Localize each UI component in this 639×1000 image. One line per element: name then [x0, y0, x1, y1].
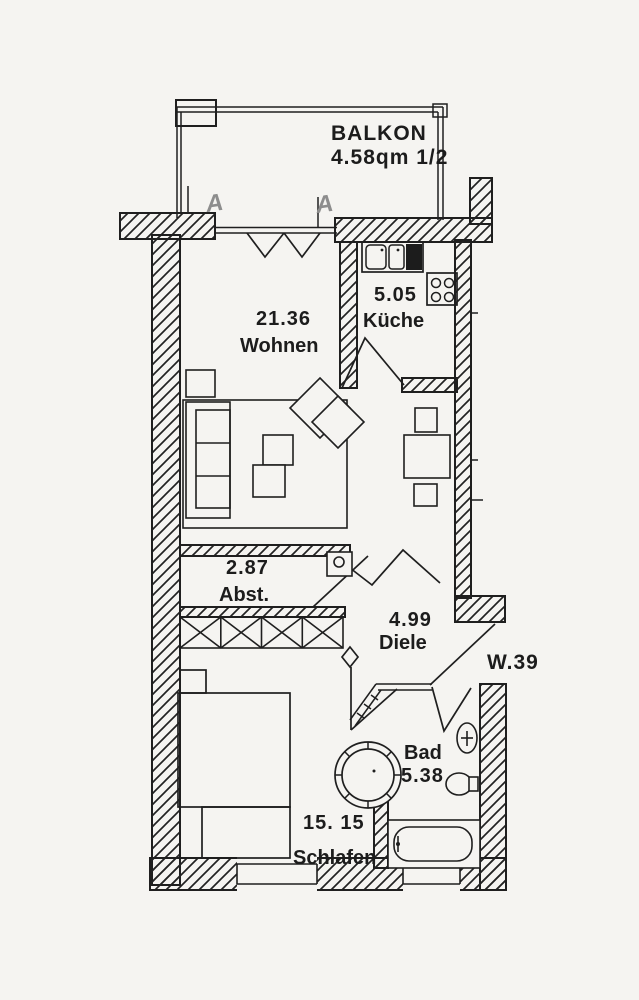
wall-kitchen-bottom: [401, 377, 458, 393]
side-table: [262, 434, 294, 466]
sink-basin: [365, 244, 387, 270]
bedroom-name-label: Schlafen: [293, 847, 376, 869]
balcony-door: [283, 232, 321, 259]
rug: [182, 399, 348, 529]
living-name-label: Wohnen: [240, 335, 319, 357]
storage-area-label: 2.87: [226, 557, 269, 579]
doors: [246, 232, 496, 734]
bath-door: [431, 686, 472, 734]
wall-kitchen-top: [334, 217, 493, 243]
wall-pillar: [469, 177, 493, 225]
wall-storage-bottom: [179, 606, 346, 618]
stove-burner: [430, 291, 442, 303]
kitchen-name-label: Küche: [363, 310, 424, 332]
section-mark-a1: A: [203, 189, 225, 218]
sink-basin: [388, 244, 405, 270]
chair: [414, 407, 438, 433]
living-area-label: 21.36: [256, 308, 311, 330]
dining-table: [403, 434, 451, 479]
wall-right-lower: [479, 683, 507, 891]
bathtub-inner: [393, 826, 473, 862]
stove-burner: [430, 277, 442, 289]
bedroom-furniture: [177, 669, 291, 859]
bath-area-label: 5.38: [401, 765, 444, 787]
wall-fixture-knob: [333, 556, 345, 568]
bed: [177, 692, 291, 808]
sink-unit-dark: [406, 244, 422, 270]
stove: [426, 272, 458, 306]
section-mark-a2: A: [313, 190, 335, 219]
hall-area-label: 4.99: [389, 609, 432, 631]
balcony-outline: [175, 99, 448, 220]
hall-furniture: [326, 407, 451, 577]
living-room-furniture: [182, 369, 366, 529]
sink-drain: [380, 248, 384, 252]
pillow: [179, 669, 207, 694]
wall-left: [151, 234, 181, 886]
stove-burner: [443, 291, 455, 303]
wall-fixture: [326, 551, 353, 577]
sofa: [185, 401, 231, 519]
bedroom-door-swing: [350, 688, 398, 731]
storage-door: [312, 555, 369, 608]
kitchen-counter: [361, 241, 424, 273]
living-room-door: [349, 548, 441, 587]
balcony-name-label: BALKON: [331, 122, 427, 145]
sofa-cushions: [195, 409, 231, 509]
sink-drain: [396, 248, 400, 252]
unit-number-label: W.39: [487, 651, 539, 674]
stove-burner: [443, 277, 455, 289]
wall-living-bottom: [179, 544, 351, 557]
balcony-door: [246, 232, 285, 259]
toilet-cistern: [468, 776, 479, 792]
kitchen-door: [341, 336, 405, 389]
chair: [413, 483, 438, 507]
storage-name-label: Abst.: [219, 584, 269, 606]
bedroom-door-hinge: [340, 645, 360, 669]
balcony-window-band: [215, 226, 337, 234]
toilet: [445, 772, 473, 796]
shower-drain: [372, 769, 376, 773]
bath-name-label: Bad: [404, 742, 442, 764]
section-lines: [187, 186, 319, 227]
armchair: [310, 394, 366, 450]
bed-foot: [201, 806, 291, 859]
wall-kitchen-left: [339, 241, 358, 389]
hall-name-label: Diele: [379, 632, 427, 654]
bedroom-area-label: 15. 15: [303, 812, 365, 834]
round-shower: [334, 741, 402, 809]
kitchen-area-label: 5.05: [374, 284, 417, 306]
bath-chamfer-wall: [349, 683, 432, 727]
side-table: [252, 464, 286, 498]
wall-ticks: [471, 312, 483, 501]
bathroom-fixtures: [387, 722, 481, 869]
balcony-area-label: 4.58qm 1/2: [331, 146, 448, 169]
wardrobe: [179, 616, 344, 649]
kitchen-fixtures: [361, 241, 458, 306]
cabinet: [185, 369, 216, 398]
wall-right-jog: [454, 595, 506, 623]
entrance-door: [429, 623, 496, 686]
